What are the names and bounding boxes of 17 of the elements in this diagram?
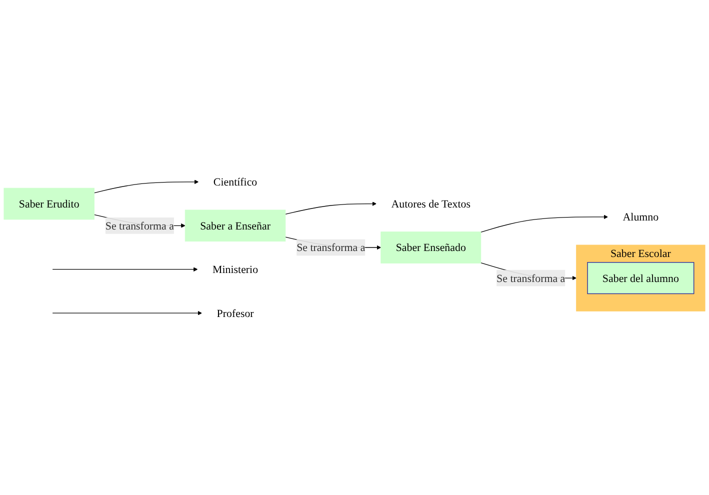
node-text: Ministerio: [212, 263, 258, 276]
arrow: [480, 214, 608, 233]
edge-label: Se transforma a: [105, 219, 174, 232]
node-text: Profesor: [216, 306, 254, 320]
arrow: [285, 202, 377, 214]
node-box: Saber a Enseñar: [184, 210, 286, 242]
node-text: Científico: [213, 176, 258, 188]
node-box: Saber Erudito: [4, 188, 94, 220]
node-box: Saber del alumno: [587, 262, 694, 294]
node-text: Alumno: [622, 210, 659, 224]
node-box: Saber Enseñado: [380, 232, 482, 264]
edge-label: Se transforma a: [496, 272, 566, 284]
arrow: [52, 310, 202, 316]
edge-label: Se transforma a: [296, 241, 366, 254]
arrow: [52, 267, 198, 272]
node-text: Autores de Textos: [391, 198, 470, 210]
arrow: [94, 180, 199, 194]
